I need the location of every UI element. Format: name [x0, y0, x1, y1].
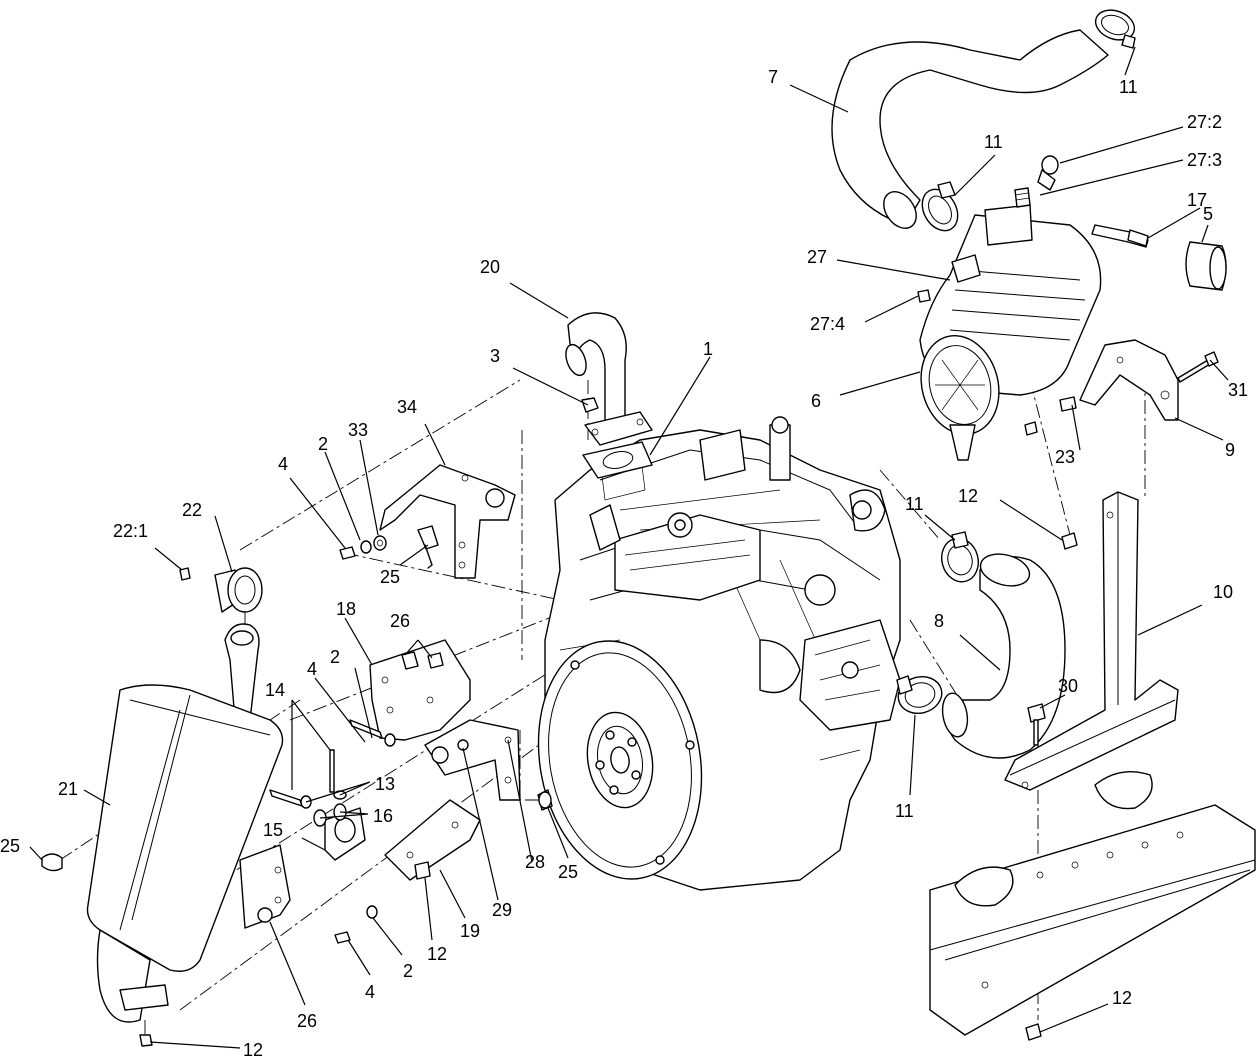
callout-26: 26	[297, 1011, 317, 1031]
callout-23: 23	[1055, 447, 1075, 467]
callout-34: 34	[397, 397, 417, 417]
callout-5: 5	[1203, 204, 1213, 224]
callout-27-4: 27:4	[810, 314, 845, 334]
callout-26: 26	[390, 611, 410, 631]
bolt-30	[1027, 703, 1046, 746]
leader-lines	[29, 46, 1229, 1049]
nut-3	[581, 397, 599, 413]
callout-22-1: 22:1	[113, 521, 148, 541]
callout-11: 11	[984, 132, 1003, 152]
hose-clamp-11-top	[1094, 9, 1136, 49]
bolt-31	[1177, 351, 1219, 383]
fitting-17	[1091, 224, 1149, 248]
callout-28: 28	[525, 852, 545, 872]
callout-12: 12	[427, 944, 447, 964]
callout-17: 17	[1187, 190, 1207, 210]
hose-clamp-11-middle	[921, 181, 959, 232]
callout-labels: 1 2 2 2 3 4 4 4 5 6 7 8 9 10 11 11 11 11…	[0, 67, 1248, 1060]
callout-33: 33	[348, 420, 368, 440]
callout-12: 12	[243, 1040, 263, 1060]
callout-13: 13	[375, 774, 395, 794]
callout-12: 12	[1112, 988, 1132, 1008]
callout-9: 9	[1225, 440, 1235, 460]
air-cleaner-hardware-27	[917, 155, 1059, 303]
nut-12-right	[1061, 532, 1078, 550]
bracket-9	[1079, 339, 1179, 421]
callout-27-3: 27:3	[1187, 150, 1222, 170]
bracket-18	[369, 639, 471, 741]
callout-11: 11	[905, 494, 924, 514]
muffler-21	[41, 623, 291, 1047]
callout-29: 29	[492, 900, 512, 920]
callout-10: 10	[1213, 582, 1233, 602]
cap-5	[1185, 241, 1227, 291]
callout-2: 2	[330, 647, 340, 667]
callout-31: 31	[1228, 380, 1248, 400]
callout-25: 25	[0, 836, 20, 856]
callout-27: 27	[807, 247, 827, 267]
callout-3: 3	[490, 346, 500, 366]
callout-4: 4	[278, 454, 288, 474]
hose-clamp-11-bottom	[896, 675, 943, 714]
nut-12-bottom	[1025, 1023, 1042, 1041]
callout-25: 25	[558, 862, 578, 882]
gasket-1	[582, 441, 653, 479]
callout-25: 25	[380, 567, 400, 587]
callout-21: 21	[58, 779, 78, 799]
callout-22: 22	[182, 500, 202, 520]
bracket-34	[379, 464, 516, 579]
air-cleaner-6	[919, 204, 1102, 461]
callout-2: 2	[318, 434, 328, 454]
hardware-lower	[334, 789, 553, 944]
callout-14: 14	[265, 680, 285, 700]
callout-7: 7	[768, 67, 778, 87]
callout-27-2: 27:2	[1187, 112, 1222, 132]
hardware-4-2-33-upper	[339, 535, 387, 560]
callout-16: 16	[373, 806, 393, 826]
engine-assembly	[537, 416, 901, 891]
bracket-28-29	[424, 719, 521, 801]
frame-rail	[929, 771, 1256, 1036]
callout-11: 11	[895, 801, 914, 821]
callout-19: 19	[460, 921, 480, 941]
bolt-25-upper	[417, 525, 439, 569]
callout-4: 4	[307, 659, 317, 679]
callout-18: 18	[336, 599, 356, 619]
clamp-22	[179, 567, 263, 613]
callout-20: 20	[480, 257, 500, 277]
hose-clamp-11-lower	[941, 531, 979, 583]
callout-1: 1	[703, 339, 713, 359]
callout-6: 6	[811, 391, 821, 411]
callout-8: 8	[934, 611, 944, 631]
callout-30: 30	[1058, 676, 1078, 696]
callout-12: 12	[958, 486, 978, 506]
callout-11: 11	[1119, 77, 1138, 97]
callout-2: 2	[403, 961, 413, 981]
callout-15: 15	[263, 820, 283, 840]
exhaust-elbow-20	[565, 312, 653, 446]
air-hose-7	[831, 29, 1109, 229]
isolator-15	[324, 807, 366, 861]
callout-4: 4	[365, 982, 375, 1002]
plate-19	[384, 799, 481, 881]
bolt-23	[1059, 396, 1077, 412]
support-10	[1004, 491, 1179, 791]
